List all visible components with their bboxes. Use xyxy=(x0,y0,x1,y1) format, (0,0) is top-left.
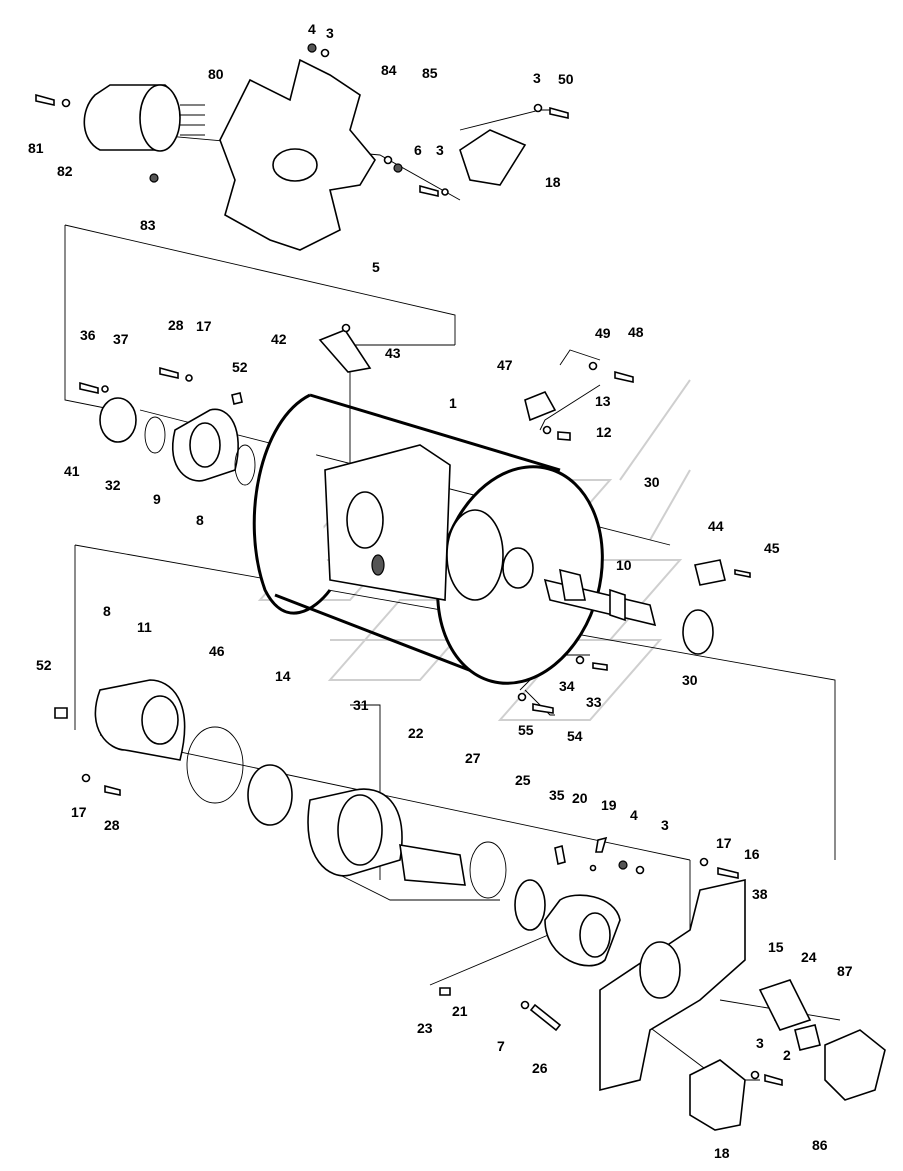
label-81: 81 xyxy=(28,140,44,156)
label-3e: 3 xyxy=(756,1035,764,1051)
label-85: 85 xyxy=(422,65,438,81)
label-48: 48 xyxy=(628,324,644,340)
label-50: 50 xyxy=(558,71,574,87)
label-38: 38 xyxy=(752,886,768,902)
flange-plate-part-5 xyxy=(219,58,376,251)
label-2: 2 xyxy=(783,1047,791,1063)
cover-part-18-bottom xyxy=(689,1059,746,1131)
label-52b: 52 xyxy=(36,657,52,673)
label-46: 46 xyxy=(209,643,225,659)
label-52a: 52 xyxy=(232,359,248,375)
label-80: 80 xyxy=(208,66,224,82)
label-42: 42 xyxy=(271,331,287,347)
label-9: 9 xyxy=(153,491,161,507)
label-19: 19 xyxy=(601,797,617,813)
label-47: 47 xyxy=(497,357,513,373)
label-17b: 17 xyxy=(71,804,87,820)
label-24: 24 xyxy=(801,949,817,965)
label-30b: 30 xyxy=(682,672,698,688)
label-41: 41 xyxy=(64,463,80,479)
label-87: 87 xyxy=(837,963,853,979)
label-32: 32 xyxy=(105,477,121,493)
label-10: 10 xyxy=(616,557,632,573)
label-54: 54 xyxy=(567,728,583,744)
hub-group-lower xyxy=(94,679,621,967)
label-36: 36 xyxy=(80,327,96,343)
label-43: 43 xyxy=(385,345,401,361)
label-16: 16 xyxy=(744,846,760,862)
label-3b: 3 xyxy=(533,70,541,86)
label-13: 13 xyxy=(595,393,611,409)
label-84: 84 xyxy=(381,62,397,78)
fasteners xyxy=(35,43,783,1087)
label-25: 25 xyxy=(515,772,531,788)
label-28b: 28 xyxy=(104,817,120,833)
label-4b: 4 xyxy=(630,807,638,823)
label-3c: 3 xyxy=(436,142,444,158)
bracket-part-38 xyxy=(599,879,746,1092)
label-49: 49 xyxy=(595,325,611,341)
coupling-group-right xyxy=(758,979,886,1101)
label-31: 31 xyxy=(353,697,369,713)
label-86: 86 xyxy=(812,1137,828,1153)
part-labels: 1 2 3 3 3 3 3 4 4 5 6 7 8 8 9 10 11 12 1… xyxy=(28,21,853,1161)
label-27: 27 xyxy=(465,750,481,766)
label-14: 14 xyxy=(275,668,291,684)
label-30a: 30 xyxy=(644,474,660,490)
label-3a: 3 xyxy=(326,25,334,41)
label-34: 34 xyxy=(559,678,575,694)
label-55: 55 xyxy=(518,722,534,738)
bearing-group-top xyxy=(99,397,256,486)
label-8b: 8 xyxy=(103,603,111,619)
label-3d: 3 xyxy=(661,817,669,833)
label-21: 21 xyxy=(452,1003,468,1019)
label-18b: 18 xyxy=(714,1145,730,1161)
motor-part-80 xyxy=(83,84,205,152)
label-37: 37 xyxy=(113,331,129,347)
label-82: 82 xyxy=(57,163,73,179)
label-44: 44 xyxy=(708,518,724,534)
label-23: 23 xyxy=(417,1020,433,1036)
label-12: 12 xyxy=(596,424,612,440)
cover-part-18-top xyxy=(459,129,527,186)
plate-part-44 xyxy=(694,559,726,586)
label-6: 6 xyxy=(414,142,422,158)
label-33: 33 xyxy=(586,694,602,710)
label-17c: 17 xyxy=(716,835,732,851)
label-4a: 4 xyxy=(308,21,316,37)
label-15: 15 xyxy=(768,939,784,955)
label-22: 22 xyxy=(408,725,424,741)
label-45: 45 xyxy=(764,540,780,556)
label-7: 7 xyxy=(497,1038,505,1054)
label-35: 35 xyxy=(549,787,565,803)
label-20: 20 xyxy=(572,790,588,806)
label-1: 1 xyxy=(449,395,457,411)
label-83: 83 xyxy=(140,217,156,233)
label-11: 11 xyxy=(137,619,152,635)
label-17a: 17 xyxy=(196,318,212,334)
label-5: 5 xyxy=(372,259,380,275)
shaft-part-10 xyxy=(502,547,714,655)
label-8a: 8 xyxy=(196,512,204,528)
label-18a: 18 xyxy=(545,174,561,190)
label-26: 26 xyxy=(532,1060,548,1076)
label-28a: 28 xyxy=(168,317,184,333)
